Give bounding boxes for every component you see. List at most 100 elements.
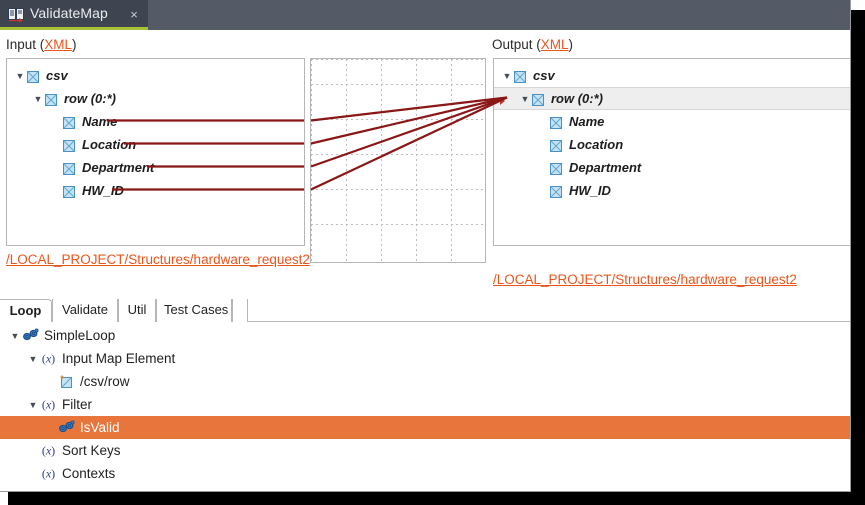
tree-row[interactable]: ▼Location <box>494 133 850 156</box>
svg-text:(x): (x) <box>42 398 55 412</box>
checked-box-icon[interactable] <box>63 139 75 152</box>
tree-row[interactable]: ▼HW_ID <box>494 179 850 202</box>
output-header-text: Output ( <box>492 37 541 52</box>
tree-expander-spacer: ▼ <box>49 186 63 196</box>
tree-expander-icon[interactable]: ▼ <box>28 399 38 410</box>
output-header: Output (XML) <box>492 37 573 52</box>
tree-expander-spacer: ▼ <box>536 140 550 150</box>
tab-strip-end <box>232 299 248 322</box>
grid-line-h <box>311 84 485 85</box>
variable-x-icon: (x) <box>40 351 57 366</box>
grid-background <box>311 59 485 262</box>
input-path-link[interactable]: /LOCAL_PROJECT/Structures/hardware_reque… <box>6 252 310 267</box>
grid-line-v <box>381 59 382 262</box>
loop-tree-row[interactable]: ▼/csv/row <box>0 370 850 393</box>
loop-tree: ▼SimpleLoop▼(x)Input Map Element▼/csv/ro… <box>0 324 850 489</box>
checked-box-icon[interactable] <box>550 139 562 152</box>
mapping-target-arrow-icon <box>496 94 506 105</box>
tree-expander-icon[interactable]: ▼ <box>10 330 20 341</box>
svg-text:(x): (x) <box>42 444 55 458</box>
loop-tree-row[interactable]: ▼ SimpleLoop <box>0 324 850 347</box>
tree-row[interactable]: ▼ Name <box>494 110 850 133</box>
checked-box-icon[interactable] <box>63 116 75 129</box>
checked-box-icon[interactable] <box>550 185 562 198</box>
tree-node-label: Name <box>82 114 118 129</box>
tree-row[interactable]: ▼ Name <box>7 110 304 133</box>
tree-expander-icon[interactable]: ▼ <box>28 353 38 364</box>
checked-box-icon[interactable] <box>45 93 57 106</box>
checked-box-icon[interactable] <box>550 162 562 175</box>
tab-validate[interactable]: Validate <box>52 299 118 322</box>
tree-row[interactable]: ▼Location <box>7 133 304 156</box>
grid-line-v <box>346 59 347 262</box>
tab-test-cases[interactable]: Test Cases <box>156 299 232 322</box>
checked-box-icon[interactable] <box>63 185 75 198</box>
tree-expander-spacer: ▼ <box>49 140 63 150</box>
tree-node-label: csv <box>533 68 555 83</box>
tree-node-label: Name <box>569 114 605 129</box>
checked-box-icon[interactable] <box>550 116 562 129</box>
tree-expander-spacer: ▼ <box>536 186 550 196</box>
tree-expander-spacer: ▼ <box>44 423 58 433</box>
output-header-text-end: ) <box>568 37 574 52</box>
variable-x-icon: (x) <box>40 466 57 481</box>
tab-loop[interactable]: Loop <box>0 299 52 322</box>
input-xml-link[interactable]: XML <box>44 37 73 52</box>
grid-line-h <box>311 119 485 120</box>
tree-row[interactable]: ▼HW_ID <box>7 179 304 202</box>
window-shadow-bottom <box>8 489 865 505</box>
tree-node-label: Department <box>569 160 642 175</box>
loop-tree-label: /csv/row <box>80 374 130 389</box>
tree-expander-icon[interactable]: ▼ <box>33 93 43 104</box>
tree-row[interactable]: ▼ csv <box>494 64 850 87</box>
loop-tree-row[interactable]: ▼(x)Filter <box>0 393 850 416</box>
tree-expander-icon[interactable]: ▼ <box>15 70 25 81</box>
checked-box-icon[interactable] <box>514 70 526 83</box>
loop-tree-row[interactable]: ▼ (x) Input Map Element <box>0 347 850 370</box>
input-structure-panel: ▼csv▼row (0:*)▼Name▼Location▼Department▼… <box>6 58 305 246</box>
tree-row[interactable]: ▼row (0:*) <box>494 87 850 110</box>
close-icon[interactable]: × <box>130 7 138 22</box>
checked-box-icon[interactable] <box>532 93 544 106</box>
mapping-grid-panel[interactable] <box>310 58 486 263</box>
tab-strip-baseline <box>0 321 850 322</box>
checked-box-icon[interactable] <box>63 162 75 175</box>
tree-node-label: row (0:*) <box>64 91 116 106</box>
window-body: ValidateMap × Input (XML) Output (XML) ▼… <box>0 0 851 492</box>
loop-tree-row[interactable]: ▼IsValid <box>0 416 850 439</box>
input-header-text-end: ) <box>72 37 77 52</box>
variable-x-icon: (x) <box>40 397 57 412</box>
output-xml-link[interactable]: XML <box>540 37 569 52</box>
tree-row[interactable]: ▼ row (0:*) <box>7 87 304 110</box>
tree-expander-icon[interactable]: ▼ <box>502 70 512 81</box>
tree-expander-spacer: ▼ <box>26 469 40 479</box>
editor-tab-validatemap[interactable]: ValidateMap × <box>0 0 148 30</box>
window-shadow-right <box>849 8 865 497</box>
tree-node-label: Department <box>82 160 155 175</box>
loop-tree-row[interactable]: ▼(x)Sort Keys <box>0 439 850 462</box>
tree-expander-spacer: ▼ <box>49 117 63 127</box>
editor-tab-label: ValidateMap <box>30 5 108 21</box>
tree-expander-spacer: ▼ <box>536 117 550 127</box>
tree-expander-spacer: ▼ <box>49 163 63 173</box>
svg-text:(x): (x) <box>42 467 55 481</box>
map-element-icon <box>58 374 75 389</box>
tree-expander-icon[interactable]: ▼ <box>520 93 530 104</box>
loop-tree-row[interactable]: ▼(x) Contexts <box>0 462 850 485</box>
tab-active-underline <box>0 27 148 30</box>
tree-row[interactable]: ▼ Department <box>7 156 304 179</box>
tree-expander-spacer: ▼ <box>536 163 550 173</box>
map-document-icon <box>8 7 24 23</box>
loop-tree-label: SimpleLoop <box>44 328 116 343</box>
checked-box-icon[interactable] <box>27 70 39 83</box>
loop-tree-label: Contexts <box>62 466 116 481</box>
grid-line-v <box>416 59 417 262</box>
loop-tree-label: Input Map Element <box>62 351 176 366</box>
tree-row[interactable]: ▼ Department <box>494 156 850 179</box>
tab-util[interactable]: Util <box>118 299 156 322</box>
input-header-text: Input ( <box>6 37 45 52</box>
output-path-link[interactable]: /LOCAL_PROJECT/Structures/hardware_reque… <box>493 272 797 287</box>
svg-text:(x): (x) <box>42 352 55 366</box>
tree-row[interactable]: ▼csv <box>7 64 304 87</box>
